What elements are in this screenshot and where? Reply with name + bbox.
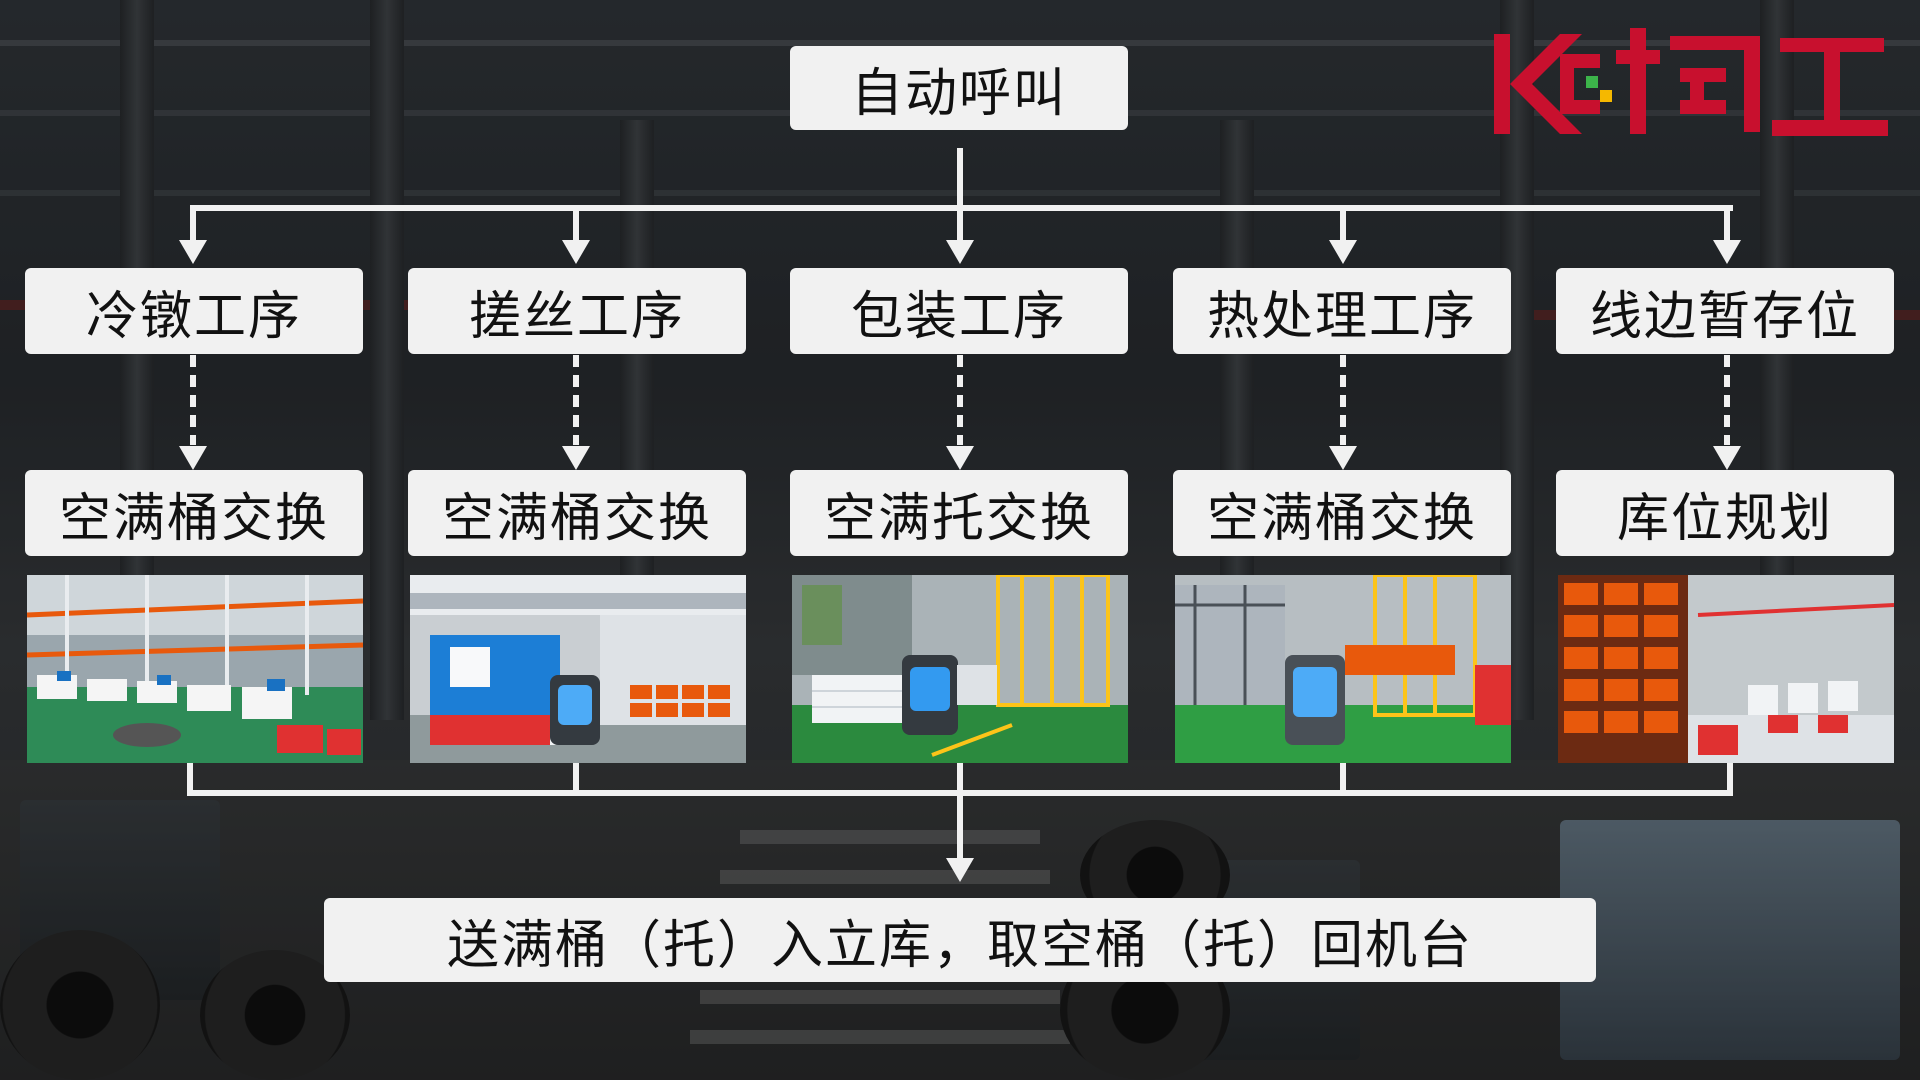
process-box-line-side-buffer: 线边暂存位 (1556, 268, 1894, 354)
company-logo (1494, 28, 1888, 136)
action-box-3: 空满托交换 (790, 470, 1128, 556)
photo-heat-treatment (1175, 575, 1511, 763)
photo-thread-rolling (410, 575, 746, 763)
photo-packaging (792, 575, 1128, 763)
action-box-1: 空满桶交换 (25, 470, 363, 556)
process-box-heat-treatment: 热处理工序 (1173, 268, 1511, 354)
photo-cold-heading (27, 575, 363, 763)
action-box-2: 空满桶交换 (408, 470, 746, 556)
auto-call-box: 自动呼叫 (790, 46, 1128, 130)
action-box-5: 库位规划 (1556, 470, 1894, 556)
action-box-4: 空满桶交换 (1173, 470, 1511, 556)
process-box-packaging: 包装工序 (790, 268, 1128, 354)
process-box-thread-rolling: 搓丝工序 (408, 268, 746, 354)
process-box-cold-heading: 冷镦工序 (25, 268, 363, 354)
store-retrieve-box: 送满桶（托）入立库，取空桶（托）回机台 (324, 898, 1596, 982)
photo-line-side-buffer (1558, 575, 1894, 763)
